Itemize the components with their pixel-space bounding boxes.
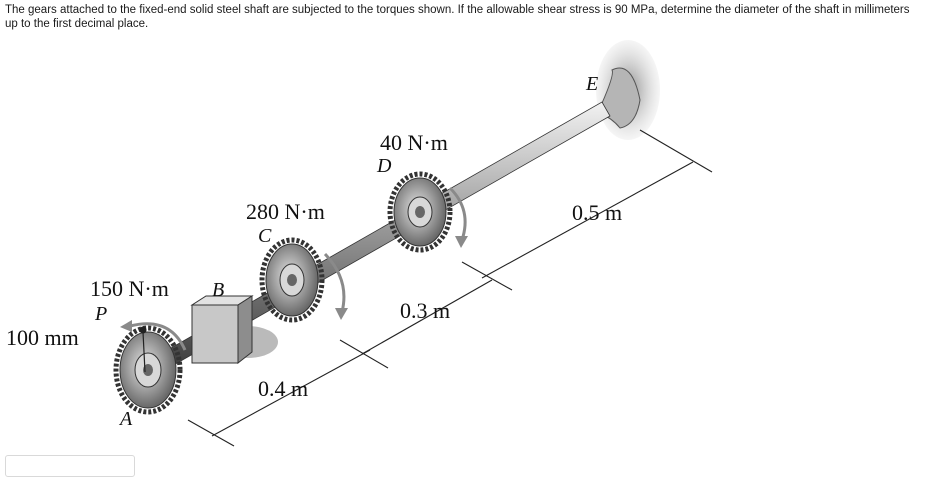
dimension-label-de: 0.5 m — [572, 200, 622, 225]
question-text: The gears attached to the fixed-end soli… — [5, 4, 910, 30]
answer-input[interactable] — [5, 455, 135, 477]
dimension-lines — [187, 129, 713, 447]
point-label-b: B — [212, 279, 224, 301]
radius-label: 100 mm — [6, 325, 79, 350]
torque-label-c: 280 N·m — [246, 199, 325, 224]
point-label-c: C — [258, 225, 272, 247]
dimension-label-cd: 0.3 m — [400, 298, 450, 323]
radius-line — [142, 331, 146, 373]
gear-a — [113, 325, 183, 415]
point-label-a: A — [118, 408, 133, 430]
torque-arrow-a — [129, 322, 187, 351]
dimension-label-ac: 0.4 m — [258, 376, 308, 401]
gear-d — [387, 171, 453, 253]
torque-arrowhead-c — [335, 308, 348, 320]
torque-arrow-c — [323, 252, 346, 313]
torque-arrow-d — [448, 186, 467, 241]
gear-c — [259, 237, 325, 323]
torque-arrowhead-d — [455, 236, 468, 248]
torque-arrowhead-a — [120, 320, 132, 332]
point-label-p: P — [94, 303, 107, 325]
shaft-figure: E 40 N·m D 280 N·m C 150 N·m B P 100 mm … — [6, 40, 713, 447]
torque-label-d: 40 N·m — [380, 130, 448, 155]
point-label-e: E — [585, 73, 598, 95]
bearing-b — [190, 295, 278, 365]
point-label-d: D — [376, 155, 392, 177]
torque-label-a: 150 N·m — [90, 276, 169, 301]
